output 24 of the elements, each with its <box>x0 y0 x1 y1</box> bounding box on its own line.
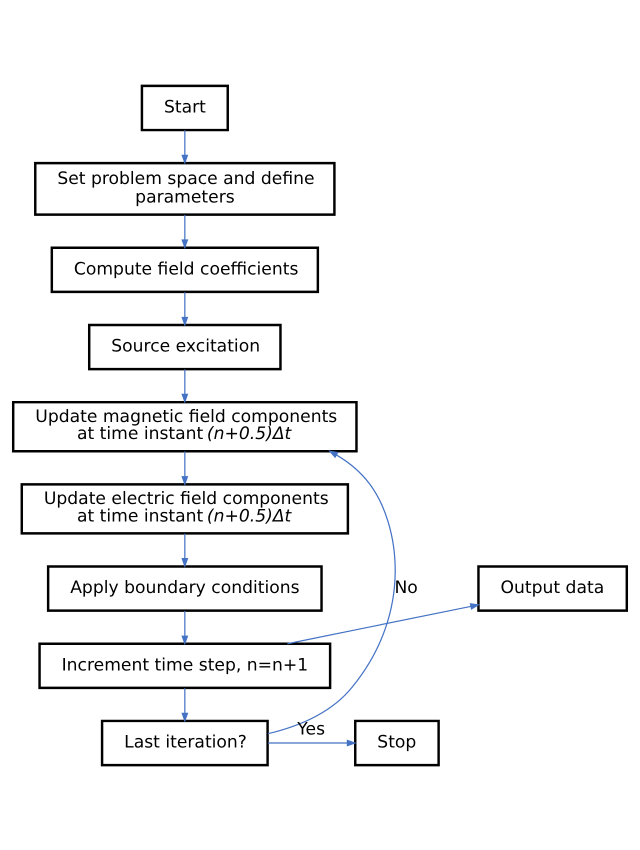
arrow <box>181 450 188 486</box>
arrow <box>181 610 188 645</box>
arrow <box>181 533 188 568</box>
node-box: Last iteration? <box>100 719 269 766</box>
edge-label: No <box>394 578 418 598</box>
arrow <box>181 368 188 404</box>
node-box: Output data <box>477 564 628 612</box>
arrow <box>181 130 188 164</box>
node-box: Apply boundary conditions <box>46 564 323 612</box>
node-box: Update electric field components at time instant (n+0.5)Δt <box>20 482 350 534</box>
edge-label: Yes <box>297 719 326 740</box>
node-box: Compute field coefficients <box>50 246 320 293</box>
node-box: Stop <box>354 719 440 766</box>
arrow <box>268 450 396 734</box>
node-box: Set problem space and define parameters <box>34 161 336 216</box>
node-box: Source excitation <box>88 323 282 370</box>
arrow <box>181 214 188 249</box>
arrow <box>287 602 480 644</box>
node-box: Start <box>140 84 229 131</box>
node-box: Increment time step, n=n+1 <box>38 642 332 689</box>
arrow <box>181 292 188 326</box>
node-box: Update magnetic field components at time instant (n+0.5)Δt <box>12 400 358 452</box>
arrow <box>181 688 188 722</box>
arrow <box>268 739 357 746</box>
